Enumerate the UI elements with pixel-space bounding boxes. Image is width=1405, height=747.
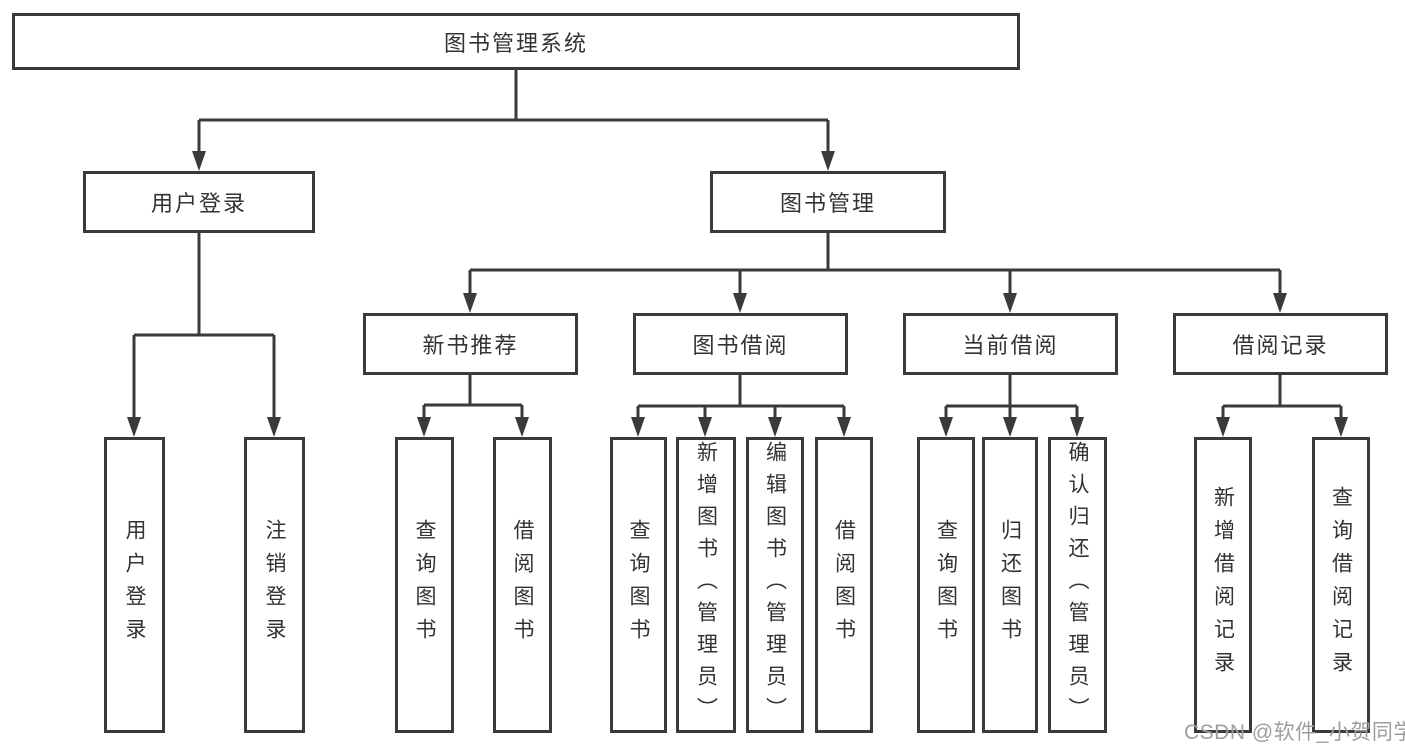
leaf-logout: 注销登录 [244,437,305,733]
leaf-add-borrow-record: 新增借阅记录 [1194,437,1252,733]
arrowheads [127,151,1348,437]
node-user-login: 用户登录 [83,171,315,233]
leaf-borrow-book: 借阅图书 [815,437,873,733]
leaf-borrow-book-recommend: 借阅图书 [493,437,552,733]
leaf-return-book: 归还图书 [982,437,1038,733]
leaf-query-borrow-record: 查询借阅记录 [1312,437,1370,733]
leaf-user-login: 用户登录 [104,437,165,733]
node-book-borrow: 图书借阅 [633,313,848,375]
leaf-query-book-current: 查询图书 [917,437,975,733]
csdn-watermark: CSDN @软件_小贺同学 [1184,721,1405,744]
leaf-query-book-recommend: 查询图书 [395,437,454,733]
leaf-query-book-borrow: 查询图书 [610,437,667,733]
leaf-add-book-admin: 新增图书（管理员） [676,437,736,733]
leaf-edit-book-admin: 编辑图书（管理员） [746,437,804,733]
leaf-confirm-return-admin: 确认归还（管理员） [1048,437,1107,733]
node-borrow-record: 借阅记录 [1173,313,1388,375]
node-current-borrow: 当前借阅 [903,313,1118,375]
node-new-book-recommend: 新书推荐 [363,313,578,375]
node-root-system: 图书管理系统 [12,13,1020,70]
node-book-management: 图书管理 [710,171,946,233]
